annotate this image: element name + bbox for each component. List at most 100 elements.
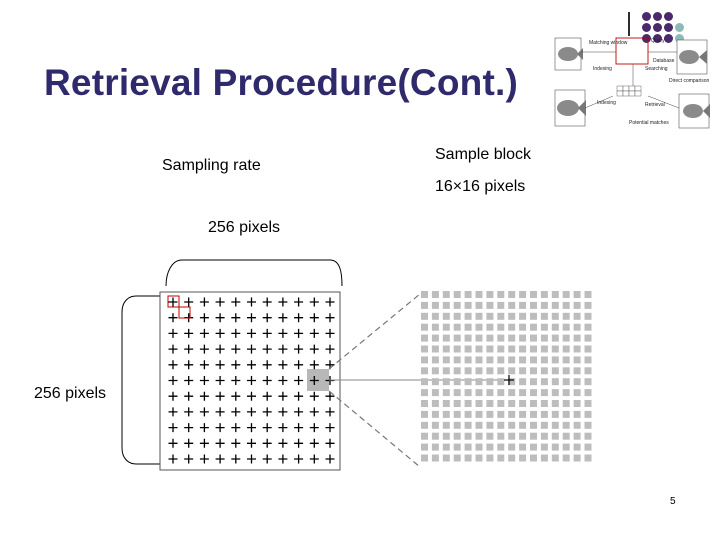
pixel-cell xyxy=(497,432,505,440)
pixel-cell xyxy=(573,389,581,397)
pixel-cell xyxy=(464,443,472,451)
pixel-cell xyxy=(431,356,439,364)
sample-plus-marker xyxy=(294,391,304,401)
width-pixels-label: 256 pixels xyxy=(208,219,281,236)
header-divider-line xyxy=(628,12,630,36)
pixel-cell xyxy=(540,389,548,397)
sample-plus-marker xyxy=(199,313,209,323)
retrieval-pipeline-thumbnail: Query Matching window Database Indexing … xyxy=(554,37,710,129)
sample-plus-marker xyxy=(309,328,319,338)
pixel-cell xyxy=(508,389,516,397)
pixel-cell xyxy=(519,323,527,331)
pixel-cell xyxy=(584,443,592,451)
sample-plus-marker xyxy=(199,344,209,354)
pixel-cell xyxy=(431,323,439,331)
pixel-cell xyxy=(508,443,516,451)
sample-plus-marker xyxy=(199,391,209,401)
pixel-cell xyxy=(442,345,450,353)
pixel-cell xyxy=(551,454,559,462)
pixel-cell xyxy=(421,356,428,364)
pixel-block-grid xyxy=(421,291,592,462)
decorative-dots-logo xyxy=(640,12,700,52)
sample-plus-marker xyxy=(278,454,288,464)
sample-plus-marker xyxy=(215,313,225,323)
pixel-cell xyxy=(442,356,450,364)
sample-plus-marker xyxy=(247,376,256,385)
sample-plus-marker xyxy=(199,454,209,464)
sample-plus-marker xyxy=(294,407,304,417)
pixel-cell xyxy=(431,432,439,440)
pixel-cell xyxy=(475,400,483,407)
sample-plus-marker xyxy=(168,423,178,433)
pixel-cell xyxy=(508,400,516,407)
pixel-cell xyxy=(442,443,450,451)
sample-plus-grid xyxy=(168,297,335,464)
sample-plus-marker xyxy=(262,438,272,448)
page-number: 5 xyxy=(670,496,676,507)
sample-plus-marker xyxy=(325,454,335,464)
pixel-cell xyxy=(540,356,548,364)
pixel-cell xyxy=(540,378,548,386)
pixel-cell xyxy=(573,301,581,309)
pixel-cell xyxy=(431,312,439,320)
pixel-cell xyxy=(540,410,548,418)
pixel-cell xyxy=(486,334,494,342)
projection-line-bottom xyxy=(328,390,421,468)
pixel-cell xyxy=(486,301,494,309)
pixel-cell xyxy=(508,378,516,386)
pixel-cell xyxy=(431,400,439,407)
pixel-cell xyxy=(421,443,428,451)
pixel-cell xyxy=(442,301,450,309)
sample-plus-marker xyxy=(231,391,241,401)
sample-plus-marker xyxy=(294,328,304,338)
pixel-cell xyxy=(540,400,548,407)
pixel-cell xyxy=(562,323,570,331)
sample-plus-marker xyxy=(215,454,225,464)
pixel-cell xyxy=(497,378,505,386)
sample-plus-marker xyxy=(168,376,178,385)
pixel-cell xyxy=(562,389,570,397)
pixel-cell xyxy=(497,454,505,462)
pixel-cell xyxy=(486,378,494,386)
sample-plus-marker xyxy=(325,297,335,307)
pixel-cell xyxy=(551,356,559,364)
pixel-cell xyxy=(573,432,581,440)
pixel-cell xyxy=(508,301,516,309)
pixel-cell xyxy=(464,421,472,429)
pixel-cell xyxy=(540,421,548,429)
pixel-cell xyxy=(464,291,472,298)
pixel-cell xyxy=(442,454,450,462)
pixel-cell xyxy=(540,367,548,375)
pixel-cell xyxy=(421,312,428,320)
pixel-cell xyxy=(551,400,559,407)
sample-plus-marker xyxy=(168,454,178,464)
sample-plus-marker xyxy=(168,407,178,417)
pixel-cell xyxy=(562,301,570,309)
sample-plus-marker xyxy=(168,391,178,401)
slide-title: Retrieval Procedure(Cont.) xyxy=(44,62,518,103)
sample-plus-marker xyxy=(215,297,225,307)
sample-plus-marker xyxy=(278,313,288,323)
pixel-cell xyxy=(464,345,472,353)
sample-plus-marker xyxy=(247,407,256,417)
pixel-cell xyxy=(573,345,581,353)
pixel-cell xyxy=(421,323,428,331)
sample-plus-marker xyxy=(294,360,304,370)
sample-plus-marker xyxy=(247,391,256,401)
pixel-cell xyxy=(453,421,461,429)
thumb-label-potential-matches: Potential matches xyxy=(629,120,669,126)
sample-plus-marker xyxy=(199,407,209,417)
pixel-cell xyxy=(573,410,581,418)
pixel-cell xyxy=(453,301,461,309)
pixel-cell xyxy=(486,389,494,397)
pixel-cell xyxy=(497,291,505,298)
pixel-cell xyxy=(486,400,494,407)
pixel-cell xyxy=(573,323,581,331)
pixel-cell xyxy=(475,432,483,440)
center-plus-marker xyxy=(504,375,514,385)
pixel-cell xyxy=(530,421,537,429)
pixel-cell xyxy=(573,356,581,364)
sample-plus-marker xyxy=(294,423,304,433)
pixel-cell xyxy=(453,432,461,440)
pixel-cell xyxy=(562,312,570,320)
